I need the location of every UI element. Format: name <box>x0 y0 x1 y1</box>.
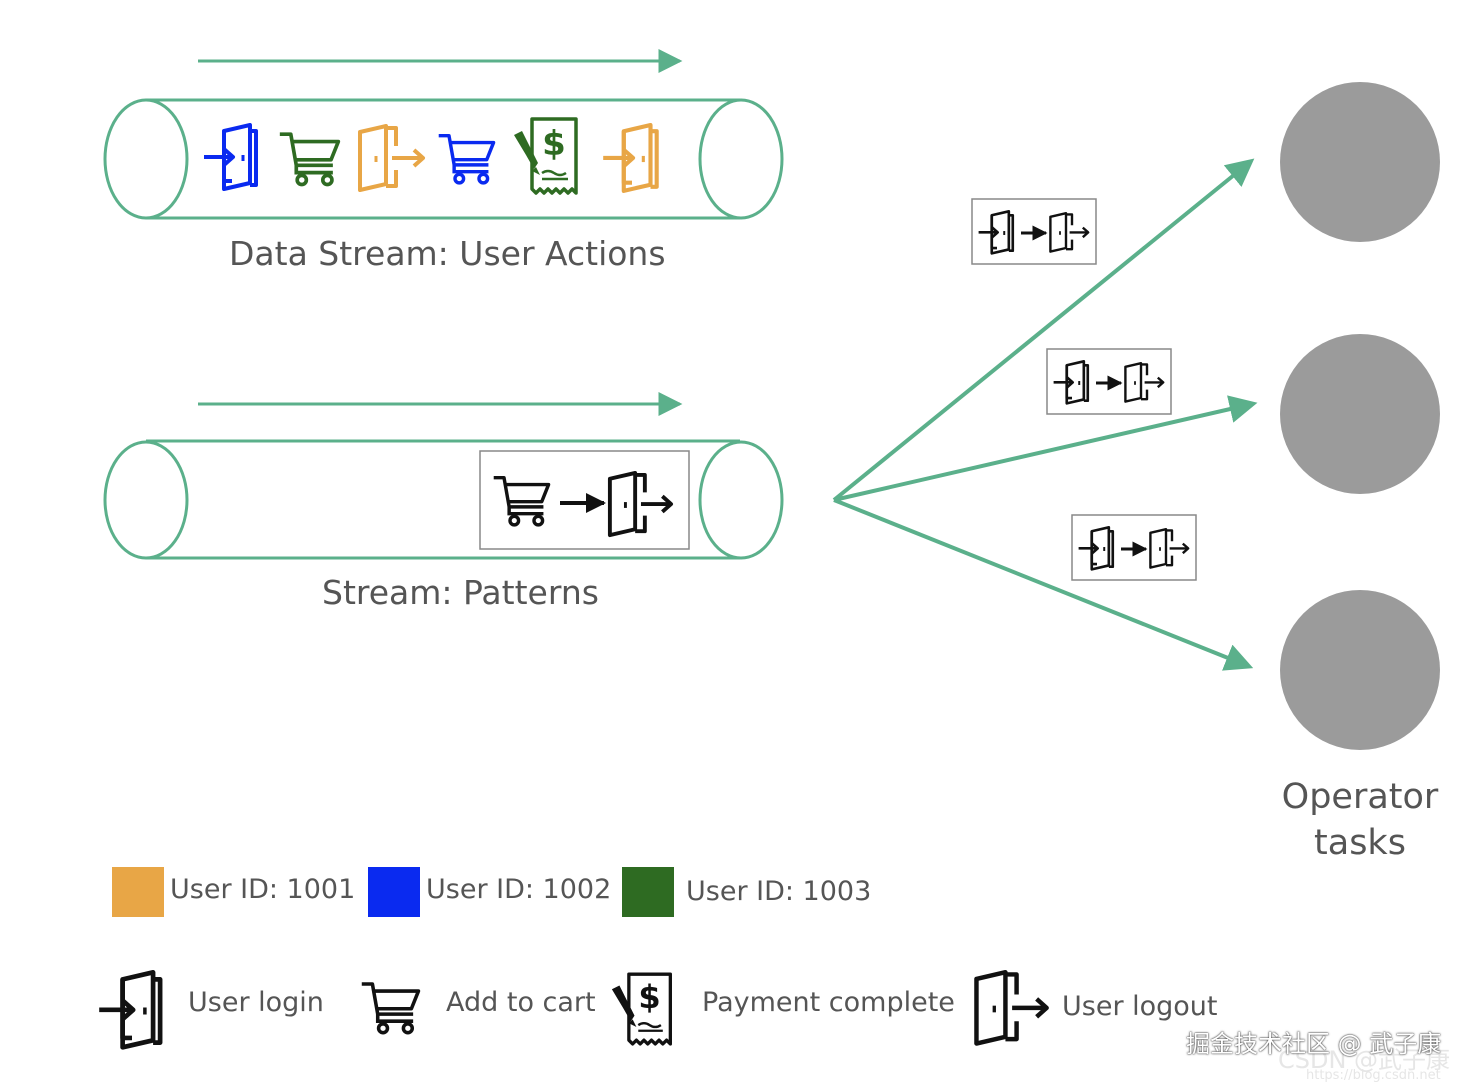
pattern-badge-2 <box>1046 348 1172 415</box>
legend-cart-icon <box>360 982 421 1035</box>
top-pipe-body <box>146 98 740 220</box>
user-1003-swatch <box>622 867 674 917</box>
distribution-arrows <box>832 158 1258 671</box>
pattern-badge-3 <box>1071 514 1197 581</box>
legend-login-icon <box>99 972 160 1047</box>
user-1001-label: User ID: 1001 <box>170 874 356 905</box>
cart-icon <box>437 133 496 185</box>
bottom-pipe-body <box>146 439 740 560</box>
arrow-to-task-2 <box>833 395 1258 502</box>
operator-task-3 <box>1280 590 1440 750</box>
pattern-badge-1 <box>971 198 1097 265</box>
watermark-juejin: 掘金技术社区 @ 武子康 <box>1186 1030 1442 1058</box>
patterns-stream-label: Stream: Patterns <box>322 573 599 612</box>
operator-tasks <box>1280 82 1440 750</box>
watermark-csdn: CSDN @武子康 <box>1278 1046 1451 1074</box>
operator-label-line2: tasks <box>1314 823 1406 863</box>
user-1003-label: User ID: 1003 <box>686 876 872 907</box>
login-icon <box>603 125 656 191</box>
legend-payment-label: Payment complete <box>702 987 955 1018</box>
legend-cart-label: Add to cart <box>446 987 596 1018</box>
bottom-pipe-right-end <box>698 440 784 560</box>
legend-logout-label: User logout <box>1062 991 1218 1022</box>
operator-tasks-label: Operator tasks <box>1260 774 1460 866</box>
legend-logout-icon <box>976 972 1046 1043</box>
top-pipe-left-end <box>103 98 189 220</box>
arrow-to-task-1 <box>832 158 1255 502</box>
top-stream <box>103 49 784 220</box>
user-1002-swatch <box>368 867 420 917</box>
login-icon <box>204 125 256 189</box>
user-1001-swatch <box>112 867 164 917</box>
arrow-to-task-3 <box>833 498 1254 671</box>
top-pipe-right-end <box>698 98 784 220</box>
user-1002-label: User ID: 1002 <box>426 874 612 905</box>
operator-task-2 <box>1280 334 1440 494</box>
cart-icon <box>278 132 341 187</box>
bottom-pipe-left-end <box>103 440 189 560</box>
operator-task-1 <box>1280 82 1440 242</box>
pattern-box <box>479 450 690 550</box>
legend-login-label: User login <box>188 987 324 1018</box>
top-stream-label: Data Stream: User Actions <box>229 234 666 273</box>
operator-label-line1: Operator <box>1281 777 1439 817</box>
payment-icon <box>512 117 578 195</box>
watermark-url: https://blog.csdn.net <box>1306 1068 1441 1083</box>
logout-icon <box>360 126 423 190</box>
patterns-stream <box>103 392 784 560</box>
legend-payment-icon <box>610 972 673 1046</box>
